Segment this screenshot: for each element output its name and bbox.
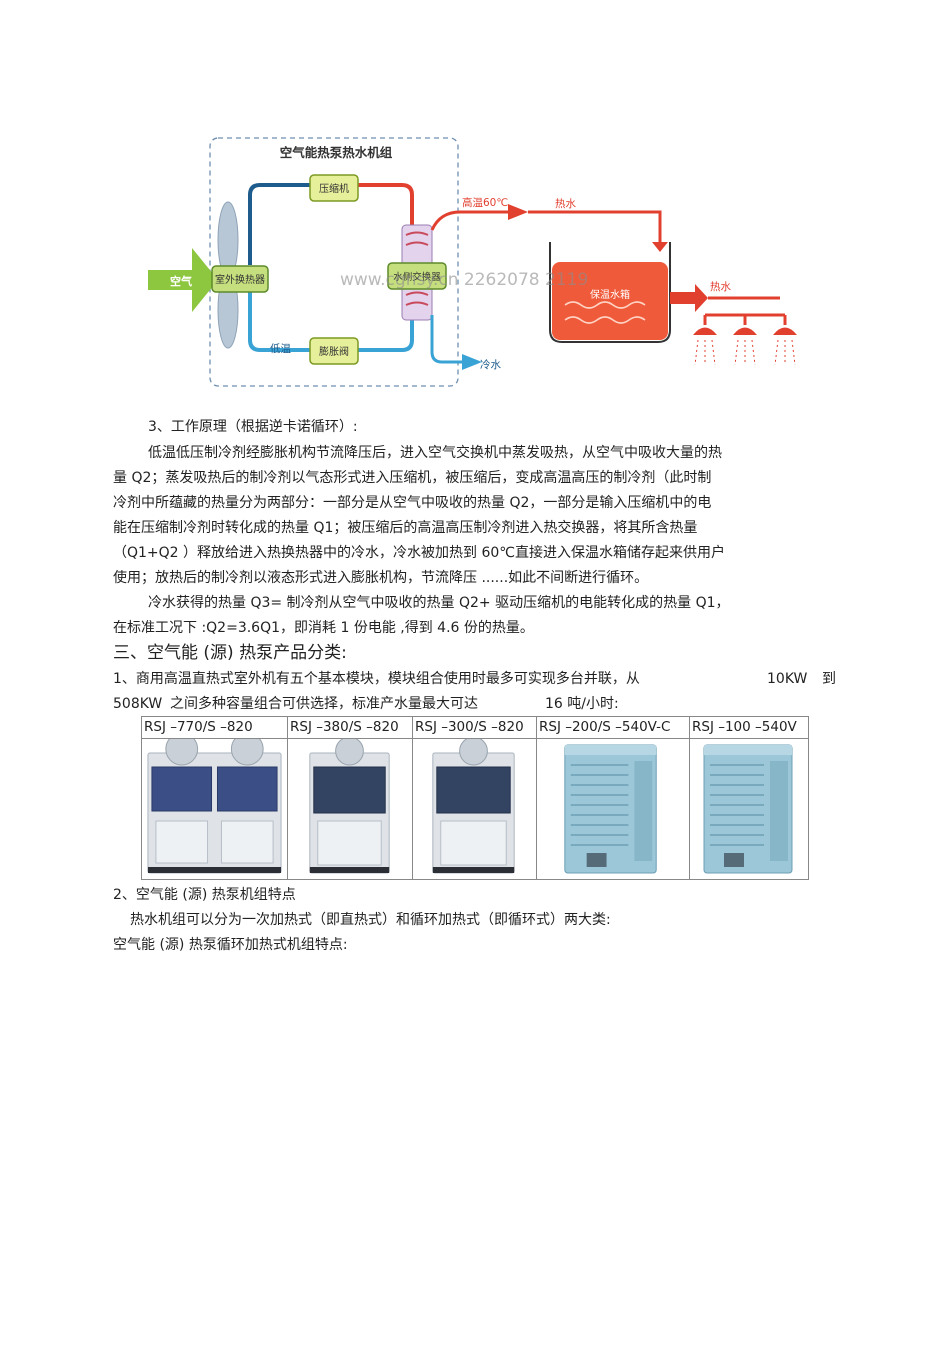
product-model-4: RSJ –200/S –540V-C: [537, 717, 689, 739]
outdoor-exchanger: [211, 265, 269, 293]
watermark: www.cgnsy.cn 2262078 2119: [340, 270, 588, 290]
product-cell-3: RSJ –300/S –820: [413, 717, 537, 879]
item1-line-2: 之间多种容量组合可供选择，标准产水量最大可达: [170, 696, 478, 712]
tank-label: 保温水箱: [590, 288, 630, 301]
item1-to: 到: [822, 671, 836, 687]
section-heading: 三、空气能 (源) 热泵产品分类:: [113, 643, 347, 663]
item1-line-1: 1、商用高温直热式室外机有五个基本模块，模块组合使用时最多可实现多台并联，从: [113, 671, 640, 687]
paragraph1-line-5: （Q1+Q2 ）释放给进入热换热器中的冷水，冷水被加热到 60℃直接进入保温水箱…: [113, 545, 726, 561]
paragraph1-line-1: 低温低压制冷剂经膨胀机构节流降压后，进入空气交换机中蒸发吸热，从空气中吸收大量的…: [148, 445, 722, 461]
cold-water-label: 冷水: [480, 358, 501, 371]
section-3-heading: 3、工作原理（根据逆卡诺循环）:: [148, 419, 358, 435]
item1-amount: 16 吨/小时:: [545, 696, 619, 712]
product-model-1: RSJ –770/S –820: [142, 717, 287, 739]
products-table: RSJ –770/S –820 RSJ –380/S –820: [141, 716, 809, 880]
expansion-valve-label: 膨胀阀: [319, 345, 349, 358]
paragraph1-line-4: 能在压缩制冷剂时转化成的热量 Q1；被压缩后的高温高压制冷剂进入热交换器，将其所…: [113, 520, 698, 536]
product-image-5: [690, 739, 808, 879]
product-model-5: RSJ –100 –540V: [690, 717, 808, 739]
compressor-label: 压缩机: [319, 182, 349, 195]
water-exchanger-label: 水侧交换器: [393, 271, 441, 283]
product-image-3: [413, 739, 536, 879]
hot-water-label-1: 热水: [555, 197, 576, 210]
shower-icons: [693, 327, 797, 335]
paragraph1-line-2: 量 Q2；蒸发吸热后的制冷剂以气态形式进入压缩机，被压缩后，变成高温高压的制冷剂…: [113, 470, 712, 486]
product-image-4: [537, 739, 689, 879]
paragraph1-line-3: 冷剂中所蕴藏的热量分为两部分：一部分是从空气中吸收的热量 Q2，一部分是输入压缩…: [113, 495, 712, 511]
compressor: [309, 174, 359, 202]
item2-paragraph: 热水机组可以分为一次加热式（即直热式）和循环加热式（即循环式）两大类:: [130, 912, 611, 928]
product-image-1: [142, 739, 287, 879]
low-temp-label: 低温: [270, 342, 291, 355]
item1-value-2: 508KW: [113, 696, 163, 712]
product-cell-2: RSJ –380/S –820: [288, 717, 413, 879]
tank-outline: [549, 242, 671, 343]
paragraph2-line-1: 冷水获得的热量 Q3= 制冷剂从空气中吸收的热量 Q2+ 驱动压缩机的电能转化成…: [148, 595, 730, 611]
item2-heading: 2、空气能 (源) 热泵机组特点: [113, 887, 296, 903]
paragraph2-line-2: 在标准工况下 :Q2=3.6Q1，即消耗 1 份电能 ,得到 4.6 份的热量。: [113, 620, 534, 636]
unit-boundary: [209, 137, 459, 387]
expansion-valve: [309, 337, 359, 365]
air-label: 空气: [170, 274, 192, 288]
diagram-title: 空气能热泵热水机组: [280, 145, 393, 160]
product-model-2: RSJ –380/S –820: [288, 717, 412, 739]
product-cell-1: RSJ –770/S –820: [142, 717, 288, 879]
paragraph1-line-6: 使用；放热后的制冷剂以液态形式进入膨胀机构，节流降压 ......如此不间断进行…: [113, 570, 649, 586]
product-cell-5: RSJ –100 –540V: [690, 717, 808, 879]
item2-subheading: 空气能 (源) 热泵循环加热式机组特点:: [113, 937, 348, 953]
product-model-3: RSJ –300/S –820: [413, 717, 536, 739]
water-exchanger: [387, 262, 447, 290]
outdoor-exchanger-label: 室外换热器: [215, 273, 265, 286]
product-image-2: [288, 739, 412, 879]
hot-water-label-2: 热水: [710, 280, 731, 293]
air-arrow: [148, 248, 218, 312]
heat-pump-diagram: 空气能热泵热水机组 空气 室外换热器 压缩机 膨胀阀 低温 水侧交换器: [140, 130, 810, 395]
item1-value-1: 10KW: [767, 671, 808, 687]
high-temp-label: 高温60℃: [462, 196, 508, 209]
product-cell-4: RSJ –200/S –540V-C: [537, 717, 690, 879]
